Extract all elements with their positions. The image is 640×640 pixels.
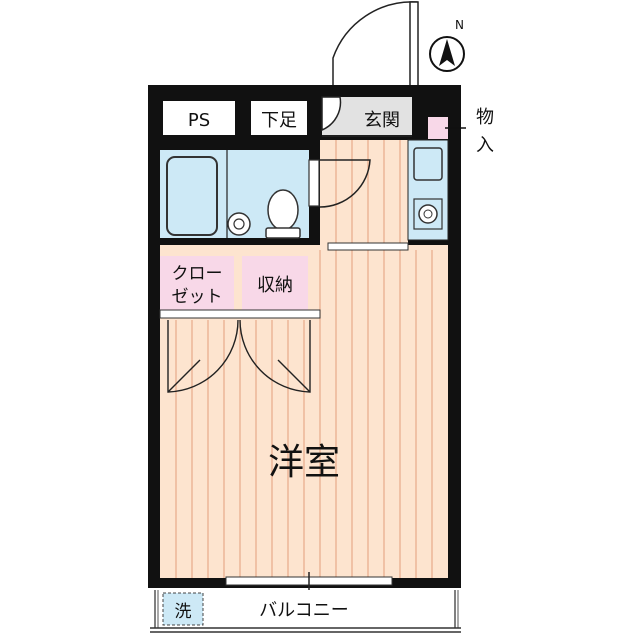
balcony-label: バルコニー xyxy=(259,600,349,621)
bathroom-door-swing xyxy=(319,159,371,208)
western-room-label: 洋室 xyxy=(268,442,340,483)
bathroom-door-leaf xyxy=(308,159,320,207)
stove-burner xyxy=(413,198,443,230)
wood-grain xyxy=(175,140,433,578)
ps-box xyxy=(163,101,235,135)
entrance-label: 玄関 xyxy=(364,110,400,131)
storage-closet-label-1: 物 xyxy=(476,107,494,128)
storage-box xyxy=(242,256,308,310)
closet-label-2: ゼット xyxy=(172,287,223,307)
closet-box xyxy=(160,256,234,310)
storage-closet-label-2: 入 xyxy=(476,135,494,156)
kitchen-floor xyxy=(320,140,408,248)
entry-door xyxy=(332,1,419,87)
storage-closet-box xyxy=(428,117,448,139)
closet-label-1: クロー xyxy=(172,264,223,284)
kitchen-sink xyxy=(413,147,443,181)
closet-door-swings xyxy=(167,319,311,393)
bathtub xyxy=(166,156,218,236)
compass: N xyxy=(429,18,465,72)
shoe-storage-label: 下足 xyxy=(261,110,297,131)
sink xyxy=(227,212,251,236)
storage-label: 収納 xyxy=(257,275,293,296)
toilet xyxy=(265,189,301,239)
entrance-door-swing xyxy=(321,96,342,132)
ps-label: PS xyxy=(188,110,210,131)
compass-north-label: N xyxy=(455,18,464,32)
shoe-storage-box xyxy=(251,101,307,135)
washer-space xyxy=(162,592,204,626)
washer-label: 洗 xyxy=(175,602,192,622)
